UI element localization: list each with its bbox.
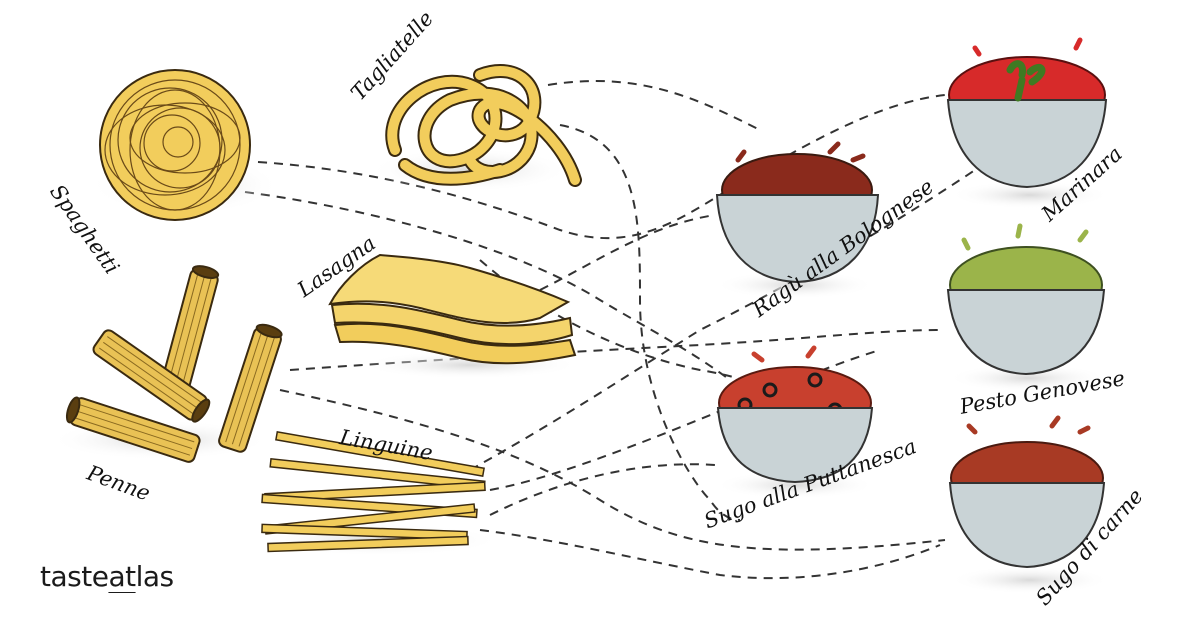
tagliatelle-illustration	[370, 64, 582, 192]
connector-linguine-puttanesca	[489, 463, 716, 516]
ragu-bowl	[715, 141, 880, 299]
puttanesca-bowl	[715, 345, 875, 499]
logo-text-post: las	[135, 560, 175, 593]
penne-illustration	[50, 265, 283, 463]
connector-linguine-marinara	[469, 169, 976, 471]
marinara-bowl	[946, 37, 1110, 209]
connector-linguine-carne	[479, 529, 941, 580]
tasteatlas-logo[interactable]: tasteatlas	[40, 560, 174, 593]
connector-spaghetti-marinara	[257, 94, 946, 240]
linguine-illustration	[260, 430, 500, 556]
connector-penne-carne	[279, 389, 946, 551]
carne-bowl	[948, 415, 1110, 594]
lasagna-illustration	[328, 253, 580, 379]
pesto-bowl	[946, 223, 1108, 392]
connector-lasagna-ragu	[539, 214, 716, 291]
connector-tagliatelle-ragu	[547, 80, 761, 131]
connector-lines	[244, 80, 976, 580]
spaghetti-illustration	[90, 69, 280, 221]
connector-tagliatelle-sugo	[559, 124, 741, 521]
connector-linguine-pesto	[489, 349, 881, 491]
logo-text-accent: at	[108, 560, 136, 593]
logo-text-pre: taste	[40, 560, 109, 593]
connector-spaghetti-puttanesca	[244, 191, 731, 381]
connector-penne-pesto	[289, 329, 943, 371]
